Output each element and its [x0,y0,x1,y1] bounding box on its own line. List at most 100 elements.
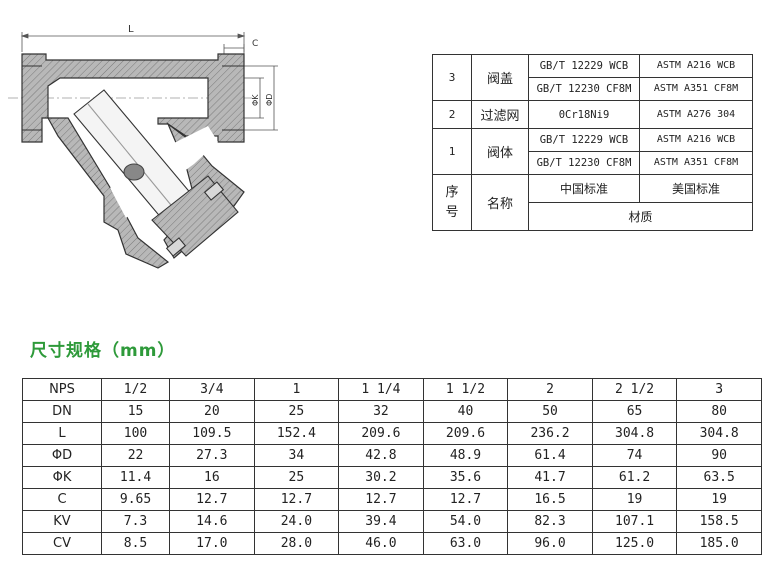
part-name: 阀盖 [471,54,529,101]
materials-table: 3 阀盖 GB/T 12229 WCB ASTM A216 WCB GB/T 1… [432,54,753,231]
table-cell: 19 [676,488,762,511]
table-cell: 12.7 [338,488,424,511]
table-cell: 12.7 [422,488,509,511]
table-header-row: 材质 [433,202,753,231]
cn-standard: GB/T 12229 WCB [528,128,640,152]
table-cell: 2 1/2 [591,378,678,401]
cn-standard-header: 中国标准 [528,174,640,203]
us-standard: ASTM A351 CF8M [639,151,753,175]
table-cell: 152.4 [253,422,340,445]
table-cell: 209.6 [338,422,424,445]
table-row: GB/T 12230 CF8M ASTM A351 CF8M [433,151,753,175]
table-cell: 209.6 [422,422,509,445]
row-label: C [22,488,102,511]
material-header: 材质 [528,202,753,231]
table-cell: 46.0 [338,532,424,555]
table-cell: 1 [253,378,340,401]
table-cell: 14.6 [169,510,255,533]
y-strainer-section-drawing: L C ΦK ΦD [8,24,278,269]
table-cell: 107.1 [591,510,678,533]
table-cell: 236.2 [507,422,593,445]
cn-standard: GB/T 12230 CF8M [528,151,640,175]
table-cell: 61.4 [507,444,593,467]
table-cell: 22 [100,444,171,467]
cn-standard: 0Cr18Ni9 [528,100,640,129]
table-cell: 25 [253,400,340,423]
table-cell: 304.8 [676,422,762,445]
table-cell: 17.0 [169,532,255,555]
row-label: ΦD [22,444,102,467]
table-cell: 7.3 [100,510,171,533]
table-cell: 90 [676,444,762,467]
table-cell: 8.5 [100,532,171,555]
table-cell: 16 [169,466,255,489]
dimension-K-label: ΦK [251,94,260,106]
table-cell: 63.0 [422,532,509,555]
table-cell: 1/2 [100,378,171,401]
table-cell: 63.5 [676,466,762,489]
number-header: 序 号 [432,174,472,231]
row-label: CV [22,532,102,555]
table-header-row: 序 号 名称 中国标准 美国标准 [432,174,753,231]
dimension-L-label: L [128,24,134,35]
row-label: NPS [22,378,102,401]
table-cell: 19 [591,488,678,511]
table-cell: 185.0 [676,532,762,555]
row-label: L [22,422,102,445]
dimension-D-label: ΦD [265,94,274,106]
table-cell: 50 [507,400,593,423]
table-cell: 54.0 [422,510,509,533]
table-cell: 61.2 [591,466,678,489]
table-cell: 2 [507,378,593,401]
dimension-C-label: C [252,39,258,49]
table-cell: 304.8 [591,422,678,445]
dimension-L [20,32,246,52]
table-cell: 80 [676,400,762,423]
table-cell: 34 [253,444,340,467]
us-standard-header: 美国标准 [639,174,753,203]
table-cell: 12.7 [253,488,340,511]
table-cell: 109.5 [169,422,255,445]
table-cell: 20 [169,400,255,423]
row-label: DN [22,400,102,423]
table-cell: 3 [676,378,762,401]
table-cell: 12.7 [169,488,255,511]
us-standard: ASTM A351 CF8M [639,77,753,101]
dimension-diameters [244,65,278,131]
us-standard: ASTM A216 WCB [639,128,753,152]
table-cell: 11.4 [100,466,171,489]
table-cell: 39.4 [338,510,424,533]
table-cell: 30.2 [338,466,424,489]
row-number: 2 [432,100,472,129]
table-cell: 100 [100,422,171,445]
table-row: 2 过滤网 0Cr18Ni9 ASTM A276 304 [432,100,753,129]
table-cell: 16.5 [507,488,593,511]
us-standard: ASTM A216 WCB [639,54,753,78]
table-cell: 35.6 [422,466,509,489]
part-name: 过滤网 [471,100,529,129]
name-header: 名称 [471,174,529,231]
cn-standard: GB/T 12230 CF8M [528,77,640,101]
number-header-line2: 号 [445,204,459,220]
table-cell: 25 [253,466,340,489]
table-cell: 82.3 [507,510,593,533]
table-cell: 3/4 [169,378,255,401]
row-number: 3 [432,54,472,101]
table-cell: 125.0 [591,532,678,555]
table-cell: 96.0 [507,532,593,555]
table-cell: 65 [591,400,678,423]
table-row: 1 阀体 GB/T 12229 WCB ASTM A216 WCB [432,128,753,175]
table-cell: 48.9 [422,444,509,467]
table-cell: 32 [338,400,424,423]
table-cell: 158.5 [676,510,762,533]
table-cell: 74 [591,444,678,467]
